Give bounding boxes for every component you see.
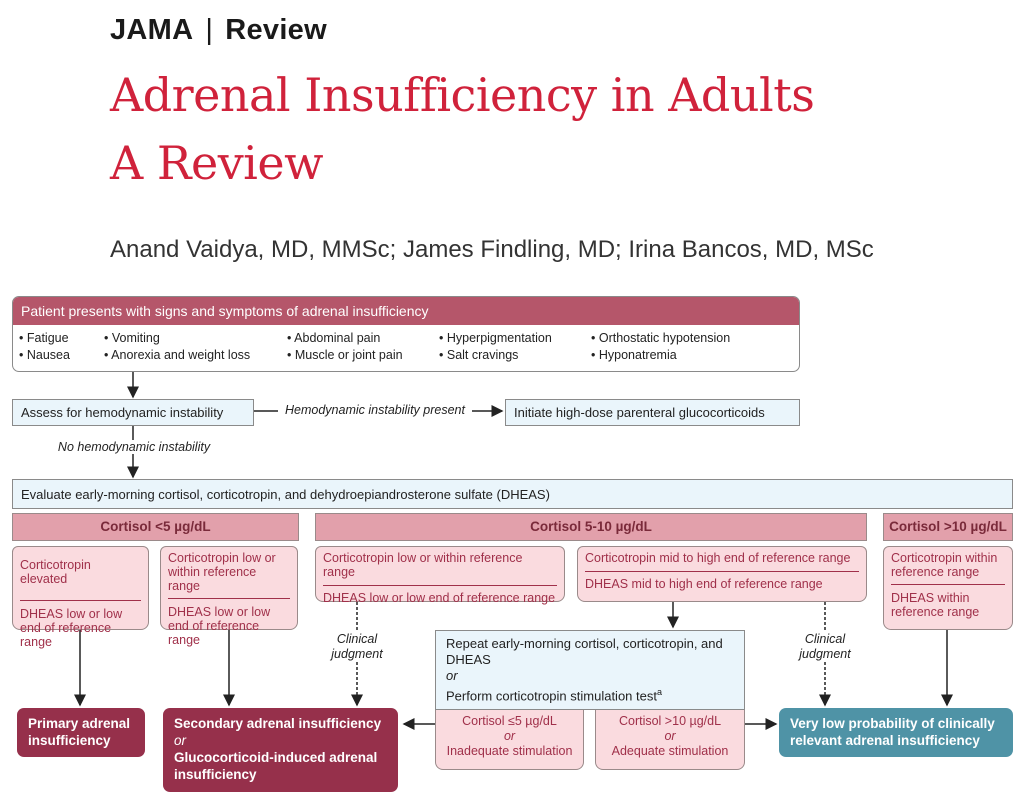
- assess-box: Assess for hemodynamic instability: [12, 399, 254, 426]
- mid-low-acth-box: Corticotropin low or within reference ra…: [315, 546, 565, 605]
- symptom: • Orthostatic hypotension: [591, 331, 731, 345]
- stimulation-test-text: Perform corticotropin stimulation testa: [446, 687, 662, 704]
- evaluate-box: Evaluate early-morning cortisol, cortico…: [12, 479, 1013, 509]
- clinical-judgment-label-right: Clinical judgment: [794, 632, 856, 662]
- dheas-text: DHEAS mid to high end of reference range: [585, 577, 823, 591]
- no-instability-label: No hemodynamic instability: [52, 440, 216, 454]
- symptom: • Vomiting: [104, 331, 160, 345]
- acth-text: Corticotropin within reference range: [891, 551, 998, 579]
- primary-ai-outcome: Primary adrenal insufficiency: [17, 708, 145, 757]
- dheas-text: DHEAS low or low end of reference range: [168, 605, 271, 647]
- symptom: • Muscle or joint pain: [287, 348, 403, 362]
- repeat-testing-box: Repeat early-morning cortisol, corticotr…: [435, 630, 745, 710]
- section-name: Review: [225, 14, 327, 46]
- article-title: Adrenal Insufficiency in Adults: [110, 68, 815, 122]
- dheas-text: DHEAS low or low end of reference range: [20, 607, 123, 649]
- cortisol-mid-header: Cortisol 5-10 µg/dL: [315, 513, 867, 541]
- symptom: • Hyperpigmentation: [439, 331, 552, 345]
- authors: Anand Vaidya, MD, MMSc; James Findling, …: [110, 236, 874, 263]
- cortisol-high-header: Cortisol >10 µg/dL: [883, 513, 1013, 541]
- presentation-box: Patient presents with signs and symptoms…: [12, 296, 800, 372]
- separator: |: [205, 14, 214, 46]
- acth-text: Corticotropin elevated: [20, 558, 91, 586]
- symptom: • Nausea: [19, 348, 70, 362]
- dheas-text: DHEAS low or low end of reference range: [323, 591, 556, 605]
- symptom: • Salt cravings: [439, 348, 519, 362]
- clinical-judgment-label-left: Clinical judgment: [326, 632, 388, 662]
- repeat-text: Repeat early-morning cortisol, corticotr…: [446, 636, 723, 667]
- acth-text: Corticotropin mid to high end of referen…: [585, 551, 851, 565]
- cortisol-low-header: Cortisol <5 µg/dL: [12, 513, 299, 541]
- dheas-text: DHEAS within reference range: [891, 591, 980, 619]
- or-text: or: [446, 668, 458, 683]
- symptom: • Fatigue: [19, 331, 69, 345]
- acth-text: Corticotropin low or within reference ra…: [168, 551, 276, 593]
- mid-high-acth-box: Corticotropin mid to high end of referen…: [577, 546, 867, 602]
- low-low-acth-box: Corticotropin low or within reference ra…: [160, 546, 298, 647]
- symptom: • Anorexia and weight loss: [104, 348, 251, 362]
- very-low-probability-outcome: Very low probability of clinically relev…: [779, 708, 1013, 757]
- journal-name: JAMA: [110, 14, 194, 46]
- acth-text: Corticotropin low or within reference ra…: [323, 551, 523, 579]
- article-subtitle: A Review: [110, 136, 324, 190]
- presentation-title: Patient presents with signs and symptoms…: [13, 297, 799, 325]
- instability-present-label: Hemodynamic instability present: [279, 403, 471, 417]
- symptom: • Hyponatremia: [591, 348, 677, 362]
- initiate-glucocorticoids-box: Initiate high-dose parenteral glucocorti…: [505, 399, 800, 426]
- journal-header: JAMA | Review: [110, 14, 327, 47]
- symptom: • Abdominal pain: [287, 331, 381, 345]
